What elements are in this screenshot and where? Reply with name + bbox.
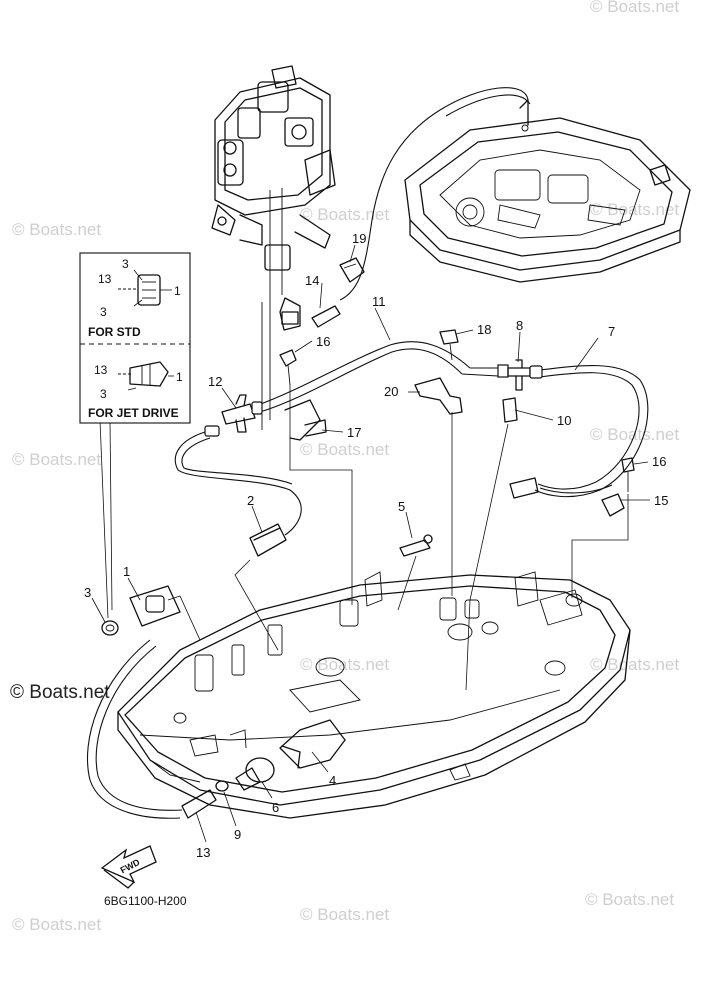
callout-5: 5: [398, 499, 405, 514]
watermark: © Boats.net: [590, 0, 679, 16]
fwd-arrow: FWD: [100, 845, 157, 889]
diagram-code: 6BG1100-H200: [104, 894, 187, 908]
callout-20: 20: [384, 384, 398, 399]
inset-jet-title: FOR JET DRIVE: [88, 406, 179, 420]
fuel-pump-assembly: [211, 65, 336, 430]
leader-lines: [91, 244, 650, 843]
watermark: © Boats.net: [300, 905, 389, 924]
callout-13: 13: [196, 845, 210, 860]
watermark: © Boats.net: [12, 220, 101, 239]
bottom-cowling: [117, 571, 631, 819]
callout-3: 3: [84, 585, 91, 600]
callout-11: 11: [372, 294, 386, 309]
watermark: © Boats.net: [12, 915, 101, 934]
small-fittings: [101, 257, 635, 792]
upper-frame: [404, 99, 691, 283]
watermark: © Boats.net: [300, 655, 389, 674]
inset-jet-callout-3: 3: [100, 387, 107, 401]
callout-15: 15: [654, 493, 668, 508]
callout-16-right: 16: [652, 454, 666, 469]
watermark: © Boats.net: [590, 200, 679, 219]
watermark: © Boats.net: [585, 890, 674, 909]
inset-std-callout-3-lower: 3: [100, 305, 107, 319]
callout-17: 17: [347, 425, 361, 440]
inset-jet-callout-1: 1: [176, 370, 183, 384]
callout-16-upper: 16: [316, 334, 330, 349]
inset-jet-callout-13: 13: [94, 363, 108, 377]
watermark-prominent: © Boats.net: [10, 682, 110, 703]
callout-8: 8: [516, 318, 523, 333]
inset-std-title: FOR STD: [88, 325, 141, 339]
callout-7: 7: [608, 324, 615, 339]
inset-std-callout-3-upper: 3: [122, 257, 129, 271]
inset-box: 13 3 3 1 FOR STD 13 3 1 FOR JET DRIVE: [79, 252, 191, 424]
watermark: © Boats.net: [300, 440, 389, 459]
callout-9: 9: [234, 827, 241, 842]
inset-std-callout-13: 13: [98, 272, 112, 286]
callout-6: 6: [272, 800, 279, 815]
callout-19: 19: [352, 231, 366, 246]
callout-1: 1: [123, 564, 130, 579]
callout-18: 18: [477, 322, 491, 337]
callouts: 1 2 3 4 5 6 7 8 9 10 11 12 13 14 15 16 1…: [84, 231, 668, 860]
inset-std-callout-1: 1: [174, 284, 181, 298]
callout-12: 12: [208, 374, 222, 389]
callout-2: 2: [247, 493, 254, 508]
watermarks: © Boats.net © Boats.net © Boats.net © Bo…: [10, 0, 679, 934]
hoses: [86, 87, 649, 819]
callout-4: 4: [329, 773, 336, 788]
watermark: © Boats.net: [590, 655, 679, 674]
callout-10: 10: [557, 413, 571, 428]
watermark: © Boats.net: [300, 205, 389, 224]
callout-14: 14: [305, 273, 319, 288]
watermark: © Boats.net: [12, 450, 101, 469]
